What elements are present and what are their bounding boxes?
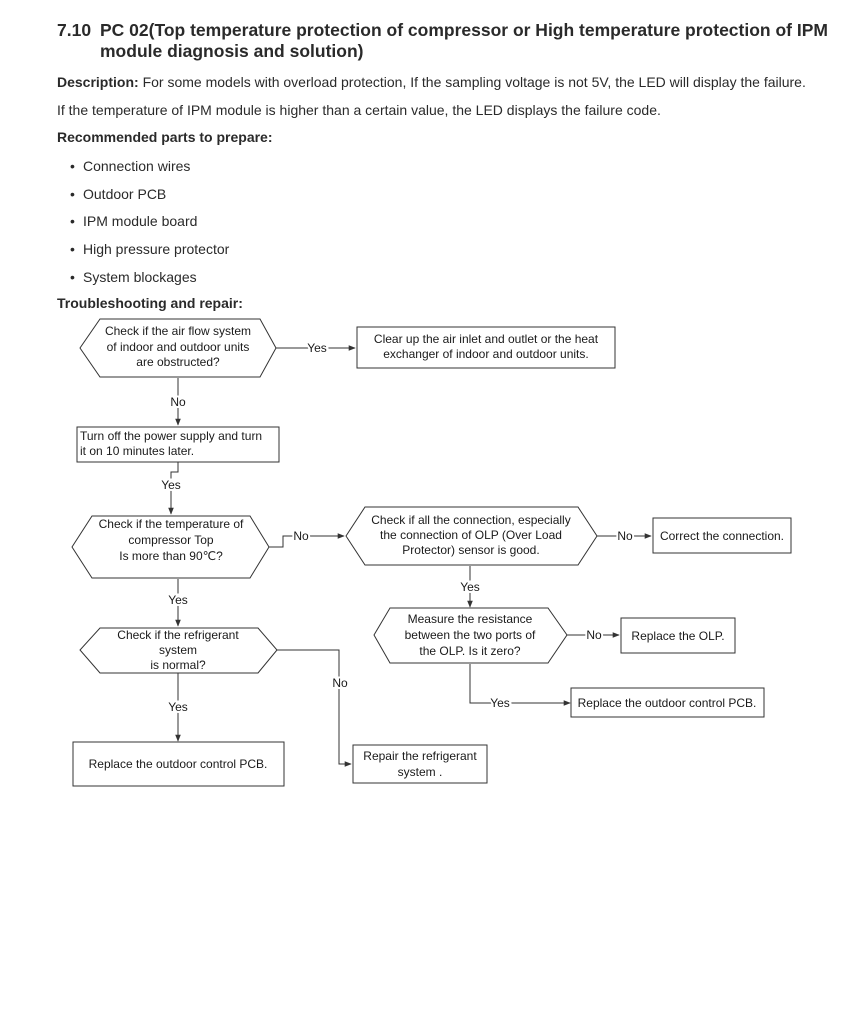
svg-text:of indoor and outdoor units: of indoor and outdoor units [107, 340, 250, 354]
action-replace-outdoor-pcb: Replace the outdoor control PCB. [72, 741, 285, 787]
action-replace-olp: Replace the OLP. [620, 617, 736, 654]
no-label: No [586, 628, 602, 642]
bullet-icon: • [70, 268, 75, 285]
section-heading: 7.10 PC 02(Top temperature protection of… [57, 20, 837, 62]
bullet-icon: • [70, 213, 75, 230]
decision-refrigerant-system: Check if the refrigerant system is norma… [79, 627, 278, 674]
no-label: No [293, 529, 309, 543]
svg-text:Replace the outdoor control PC: Replace the outdoor control PCB. [89, 757, 268, 771]
svg-text:Measure the resistance: Measure the resistance [408, 612, 533, 626]
svg-text:between the two ports of: between the two ports of [405, 628, 536, 642]
svg-text:Is more than 90℃?: Is more than 90℃? [119, 549, 223, 563]
svg-text:are obstructed?: are obstructed? [136, 355, 220, 369]
no-label: No [332, 676, 348, 690]
yes-label: Yes [168, 700, 188, 714]
list-item: •IPM module board [70, 213, 198, 230]
bullet-icon: • [70, 241, 75, 258]
yes-label: Yes [307, 341, 327, 355]
svg-text:the OLP. Is it zero?: the OLP. Is it zero? [419, 644, 520, 658]
svg-text:the connection of OLP (Over Lo: the connection of OLP (Over Load [380, 528, 562, 542]
action-power-cycle: Turn off the power supply and turn it on… [76, 426, 280, 463]
parts-heading: Recommended parts to prepare: [57, 129, 273, 145]
list-item: •System blockages [70, 268, 197, 285]
svg-text:Replace the outdoor control PC: Replace the outdoor control PCB. [578, 696, 757, 710]
connector-d2-d3 [269, 533, 345, 548]
svg-text:system: system [159, 643, 197, 657]
action-replace-outdoor-pcb: Replace the outdoor control PCB. [570, 687, 765, 718]
connector-b2-d2 [168, 462, 179, 515]
svg-text:Check if all the connection, e: Check if all the connection, especially [371, 513, 570, 527]
section-title: PC 02(Top temperature protection of comp… [100, 20, 828, 61]
action-correct-connection: Correct the connection. [652, 517, 792, 554]
bullet-icon: • [70, 185, 75, 202]
svg-text:Replace the OLP.: Replace the OLP. [631, 629, 724, 643]
section-number: 7.10 [57, 20, 92, 40]
svg-text:Clear up the air inlet and out: Clear up the air inlet and outlet or the… [374, 332, 599, 346]
parts-list: •Connection wires •Outdoor PCB •IPM modu… [70, 157, 229, 295]
decision-olp-connection: Check if all the connection, especially … [345, 506, 598, 566]
no-label: No [617, 529, 633, 543]
description-label: Description: [57, 74, 139, 90]
yes-label: Yes [490, 696, 510, 710]
decision-compressor-temperature: Check if the temperature of compressor T… [71, 515, 270, 579]
connector-d4-b5 [469, 664, 571, 706]
svg-text:compressor Top: compressor Top [128, 533, 213, 547]
svg-text:Check if the temperature of: Check if the temperature of [99, 517, 244, 531]
yes-label: Yes [168, 593, 188, 607]
list-item: •High pressure protector [70, 241, 230, 258]
connector-labels: Yes No Yes No No Yes No Yes Yes Yes No [159, 339, 635, 716]
list-item: •Outdoor PCB [70, 185, 167, 202]
description-text: For some models with overload protection… [138, 74, 806, 90]
action-clear-air-inlet: Clear up the air inlet and outlet or the… [356, 326, 616, 369]
svg-text:it on 10 minutes later.: it on 10 minutes later. [80, 444, 194, 458]
bullet-icon: • [70, 158, 75, 174]
svg-text:system .: system . [398, 765, 443, 779]
decision-airflow: Check if the air flow system of indoor a… [79, 318, 277, 378]
description-line-2: If the temperature of IPM module is high… [57, 102, 661, 118]
yes-label: Yes [460, 580, 480, 594]
svg-text:Check if the air flow system: Check if the air flow system [105, 324, 251, 338]
svg-text:Protector) sensor is good.: Protector) sensor is good. [402, 543, 539, 557]
connector-d5-b7 [277, 649, 352, 767]
svg-text:Correct the connection.: Correct the connection. [660, 529, 784, 543]
svg-text:Turn off the power supply and: Turn off the power supply and turn [80, 429, 262, 443]
svg-text:Repair the refrigerant: Repair the refrigerant [363, 749, 477, 763]
svg-text:Check if the refrigerant: Check if the refrigerant [117, 628, 239, 642]
svg-text:exchanger of indoor and outdoo: exchanger of indoor and outdoor units. [383, 347, 588, 361]
action-repair-refrigerant: Repair the refrigerant system . [352, 744, 488, 784]
svg-text:is normal?: is normal? [150, 658, 206, 672]
decision-olp-resistance: Measure the resistance between the two p… [373, 607, 568, 664]
troubleshooting-heading: Troubleshooting and repair: [57, 295, 243, 311]
description-line: Description: For some models with overlo… [57, 74, 806, 90]
yes-label: Yes [161, 478, 181, 492]
connectors [168, 345, 652, 767]
list-item: •Connection wires [70, 158, 191, 174]
no-label: No [170, 395, 186, 409]
